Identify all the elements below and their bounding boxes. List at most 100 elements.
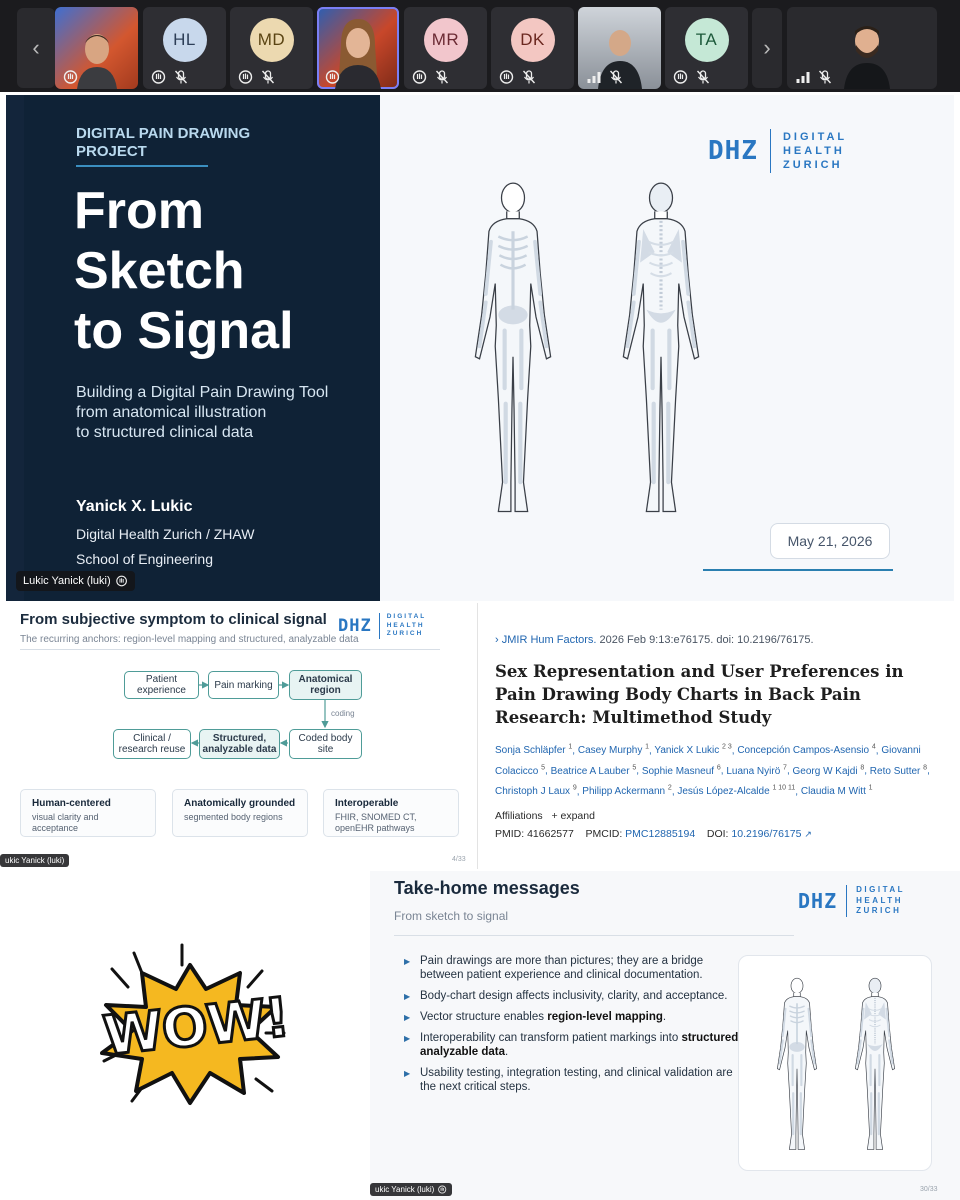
principle-card: Interoperable FHIR, SNOMED CT, openEHR p… (323, 789, 459, 837)
participant-tile-dk[interactable]: DK (491, 7, 574, 89)
author-link[interactable]: Claudia M Witt 1 (801, 785, 873, 797)
participant-tile-active-speaker[interactable] (317, 7, 399, 89)
journal-citation: › JMIR Hum Factors. 2026 Feb 9:13:e76175… (495, 634, 814, 646)
author-name: Casey Murphy (577, 745, 643, 757)
slide-title-line: Sketch (74, 242, 245, 300)
logo-line: DIGITAL (856, 885, 906, 895)
author-affiliation-number: 1 (568, 744, 573, 751)
chevron-left-icon: ‹ (32, 35, 40, 60)
raised-hand-icon (499, 70, 514, 84)
participant-tile-video-1[interactable] (55, 7, 138, 89)
avatar: MR (423, 17, 468, 62)
bullet-text: Body-chart design affects inclusivity, c… (420, 990, 728, 1002)
page-number: 4/33 (452, 856, 466, 863)
logo-line: ZURICH (386, 630, 424, 638)
card-text: visual clarity and acceptance (32, 812, 99, 833)
mic-off-icon (522, 70, 536, 84)
journal-link[interactable]: JMIR Hum Factors. (501, 634, 597, 646)
author-name: Concepción Campos-Asensio (737, 745, 870, 757)
slide-subtitle: The recurring anchors: region-level mapp… (20, 634, 359, 645)
participant-photo-icon (597, 30, 642, 89)
author-link[interactable]: Giovanni Colacicco 5 (495, 745, 921, 776)
author-affiliation: Digital Health Zurich / ZHAW School of E… (76, 522, 336, 572)
pmcid-link[interactable]: PMC12885194 (625, 828, 696, 840)
author-name: Reto Sutter (869, 765, 921, 777)
slide-kicker: DIGITAL PAIN DRAWING PROJECT (76, 125, 251, 160)
participant-tile-ta[interactable]: TA (665, 7, 748, 89)
author-link[interactable]: Yanick X Lukic 2 3 (654, 744, 731, 756)
participant-tile-hl[interactable]: HL (143, 7, 226, 89)
speaker-name-tag: ukic Yanick (luki) (0, 854, 70, 867)
author-link[interactable]: Luana Nyirö 7 (726, 764, 787, 777)
divider (378, 613, 380, 639)
affiliation-line: School of Engineering (76, 551, 213, 567)
list-item: Pain drawings are more than pictures; th… (404, 954, 744, 982)
author-affiliation-number: 8 (860, 764, 865, 772)
body-chart-card (738, 955, 932, 1171)
next-participants-button[interactable]: › (752, 8, 782, 88)
pubmed-article-panel: › JMIR Hum Factors. 2026 Feb 9:13:e76175… (481, 603, 960, 869)
expand-affiliations-button[interactable]: + expand (551, 810, 595, 822)
prev-participants-button[interactable]: ‹ (17, 8, 55, 88)
take-home-list: Pain drawings are more than pictures; th… (404, 954, 744, 1101)
participant-tile-video-2[interactable] (578, 7, 661, 89)
raised-hand-icon (673, 70, 688, 84)
body-back-illustration (854, 977, 896, 1151)
divider (394, 935, 794, 936)
dhz-logo: DHZ DIGITAL HEALTH ZURICH (338, 613, 426, 639)
speaker-name: ukic Yanick (luki) (375, 1185, 435, 1194)
author-link[interactable]: Reto Sutter 8 (869, 764, 927, 777)
bullet-text: . (505, 1046, 509, 1058)
participant-photo-icon (335, 19, 381, 89)
subtitle-line: to structured clinical data (76, 424, 253, 441)
list-item: Body-chart design affects inclusivity, c… (404, 989, 744, 1004)
author-link[interactable]: Georg W Kajdi 8 (793, 764, 865, 776)
author-link[interactable]: Casey Murphy 1 (577, 744, 649, 757)
author-link[interactable]: Beatrice A Lauber 5 (551, 764, 637, 776)
dhz-logo-mark: DHZ (798, 889, 838, 913)
divider (76, 165, 208, 167)
dhz-logo-text: DIGITAL HEALTH ZURICH (387, 613, 427, 639)
flow-node-coded-body-site: Coded body site (289, 729, 362, 759)
logo-line: DIGITAL (386, 613, 427, 621)
subtitle-line: Building a Digital Pain Drawing Tool (76, 384, 329, 401)
logo-line: ZURICH (782, 159, 843, 171)
author-affiliation-number: 9 (572, 784, 577, 792)
card-title: Anatomically grounded (184, 798, 296, 809)
author-link[interactable]: Jesús López-Alcalde 1 10 11 (677, 785, 795, 797)
divider (703, 569, 893, 571)
flow-node-anatomical-region: Anatomical region (289, 670, 362, 700)
author-affiliation-number: 6 (716, 764, 721, 772)
divider (846, 885, 848, 917)
affiliation-line: Digital Health Zurich / ZHAW (76, 526, 255, 542)
dhz-logo-text: DIGITAL HEALTH ZURICH (783, 130, 847, 172)
author-link[interactable]: Sonja Schläpfer 1 (495, 744, 573, 756)
chevron-right-icon: › (763, 35, 771, 60)
author-name: Luana Nyirö (726, 765, 781, 777)
flow-arrows (190, 681, 329, 747)
logo-line: HEALTH (386, 621, 425, 629)
slide-title: Take-home messages (394, 878, 580, 898)
author-affiliation-number: 2 (667, 784, 672, 792)
dhz-logo: DHZ DIGITAL HEALTH ZURICH (708, 129, 847, 173)
self-view-tile[interactable] (787, 7, 937, 89)
doi-link[interactable]: 10.2196/76175 (731, 828, 802, 840)
author-link[interactable]: Sophie Masneuf 6 (642, 764, 721, 776)
raised-hand-icon (325, 70, 340, 84)
author-list: Sonja Schläpfer 1, Casey Murphy 1, Yanic… (495, 744, 930, 797)
subtitle-line: from anatomical illustration (76, 404, 267, 421)
external-link-icon: ↗ (804, 829, 812, 839)
author-link[interactable]: Christoph J Laux 9 (495, 784, 577, 797)
avatar: MD (249, 17, 294, 62)
participant-tile-mr[interactable]: MR (404, 7, 487, 89)
affiliations-label: Affiliations (495, 810, 543, 822)
author-name: Yanick X. Lukic (76, 498, 193, 515)
article-identifiers: PMID: 41662577 PMCID: PMC12885194 DOI: 1… (495, 828, 812, 840)
author-link[interactable]: Concepción Campos-Asensio 4 (737, 744, 875, 757)
participant-tile-md[interactable]: MD (230, 7, 313, 89)
slide-date: May 21, 2026 (770, 523, 890, 559)
slide-subtitle: From sketch to signal (394, 909, 509, 923)
author-link[interactable]: Philipp Ackermann 2 (582, 784, 672, 797)
body-front-illustration (438, 179, 588, 524)
title-slide-right-panel: DHZ DIGITAL HEALTH ZURICH May 21, 2026 (380, 95, 954, 601)
